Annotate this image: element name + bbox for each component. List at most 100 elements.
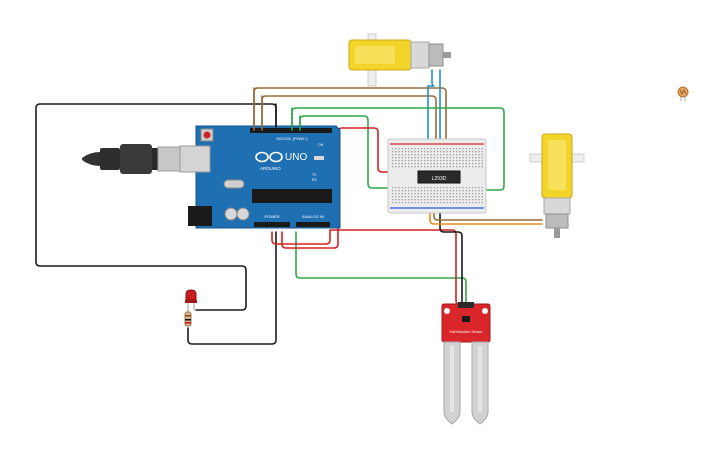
wire-green-2[interactable] [299,115,421,189]
breadboard-hole [481,166,483,168]
power-header-label: POWER [264,214,279,219]
breadboard-hole [395,202,397,204]
resistor[interactable] [184,311,192,327]
breadboard-hole [436,151,439,153]
wire-black-led-gnd[interactable] [35,103,277,311]
breadboard-hole [401,154,403,156]
breadboard-hole [456,166,458,168]
dc-motor-right[interactable] [529,133,585,238]
breadboard-hole [462,196,464,198]
wire-blue-motor-1[interactable] [427,69,435,151]
breadboard-hole [436,187,439,189]
breadboard-hole [456,190,458,192]
wire-brown-motor-2[interactable] [433,195,543,221]
breadboard-hole [420,148,423,150]
breadboard-hole [465,196,467,198]
breadboard-hole [475,196,477,198]
breadboard-hole [424,193,426,195]
usb-cable[interactable] [82,144,181,174]
usb-port [179,145,211,173]
breadboard-hole [427,151,429,153]
sensor-label: Soil Moisture Sensor [449,330,483,334]
breadboard-hole [452,157,455,159]
breadboard-hole [459,163,461,165]
breadboard-hole [392,154,394,156]
breadboard-hole [411,163,413,165]
breadboard-hole [417,160,419,162]
breadboard-hole [468,160,471,162]
breadboard-hole [392,187,394,189]
breadboard-hole [465,157,467,159]
breadboard-hole [449,196,451,198]
breadboard-hole [427,154,429,156]
breadboard-hole [398,154,400,156]
breadboard-hole [478,157,480,159]
breadboard-hole [408,187,410,189]
breadboard-hole [481,196,483,198]
arduino-logo: ARDUINO UNO [255,151,307,171]
breadboard-hole [395,196,397,198]
breadboard-hole [395,199,397,201]
breadboard-hole [395,148,397,150]
breadboard-hole [408,148,410,150]
breadboard-hole [433,190,435,192]
breadboard-hole [452,202,455,204]
photoresistor[interactable] [677,86,689,101]
breadboard-hole [462,190,464,192]
breadboard-hole [408,199,410,201]
breadboard-hole [427,190,429,192]
breadboard-hole [436,148,439,150]
wire-black-led-board[interactable] [187,231,277,345]
wire-black-sensor-gnd[interactable] [439,195,463,309]
breadboard-hole [392,151,394,153]
arduino-uno-board[interactable]: ARDUINO UNO DIGITAL (PWM~) POWER ANALOG … [82,125,341,229]
breadboard-hole [408,163,410,165]
dc-motor-top[interactable] [348,33,451,87]
brand-label: ARDUINO [260,166,281,171]
breadboard-hole [459,160,461,162]
breadboard-hole [472,151,474,153]
breadboard-hole [452,199,455,201]
reset-button[interactable] [203,131,211,139]
breadboard-hole [395,163,397,165]
breadboard-hole [443,202,445,204]
breadboard-hole [459,187,461,189]
breadboard-hole [456,160,458,162]
breadboard-hole [440,193,442,195]
breadboard-hole [430,160,432,162]
breadboard-hole [436,166,439,168]
breadboard-hole [404,154,407,156]
wire-green-sensor[interactable] [295,231,467,309]
breadboard-hole [465,199,467,201]
breadboard-hole [424,190,426,192]
soil-moisture-sensor[interactable]: Soil Moisture Sensor [441,302,491,425]
breadboard[interactable]: L293D [387,138,487,214]
breadboard-hole [401,160,403,162]
breadboard-hole [424,163,426,165]
breadboard-hole [446,199,448,201]
breadboard-hole [475,154,477,156]
red-led[interactable] [185,289,197,312]
breadboard-hole [430,196,432,198]
breadboard-hole [475,202,477,204]
breadboard-hole [392,193,394,195]
breadboard-hole [468,157,471,159]
breadboard-hole [404,160,407,162]
breadboard-hole [411,187,413,189]
breadboard-hole [465,154,467,156]
breadboard-hole [430,148,432,150]
breadboard-hole [446,157,448,159]
breadboard-hole [392,157,394,159]
wire-green-1[interactable] [291,107,505,191]
wire-orange-motor-1[interactable] [429,195,543,225]
breadboard-hole [449,160,451,162]
on-label: ON [318,143,324,147]
breadboard-hole [398,202,400,204]
l293d-chip[interactable]: L293D [417,170,461,184]
breadboard-hole [449,202,451,204]
breadboard-hole [462,202,464,204]
breadboard-hole [478,187,480,189]
breadboard-hole [459,148,461,150]
wire-red-5v-main[interactable] [271,229,459,305]
